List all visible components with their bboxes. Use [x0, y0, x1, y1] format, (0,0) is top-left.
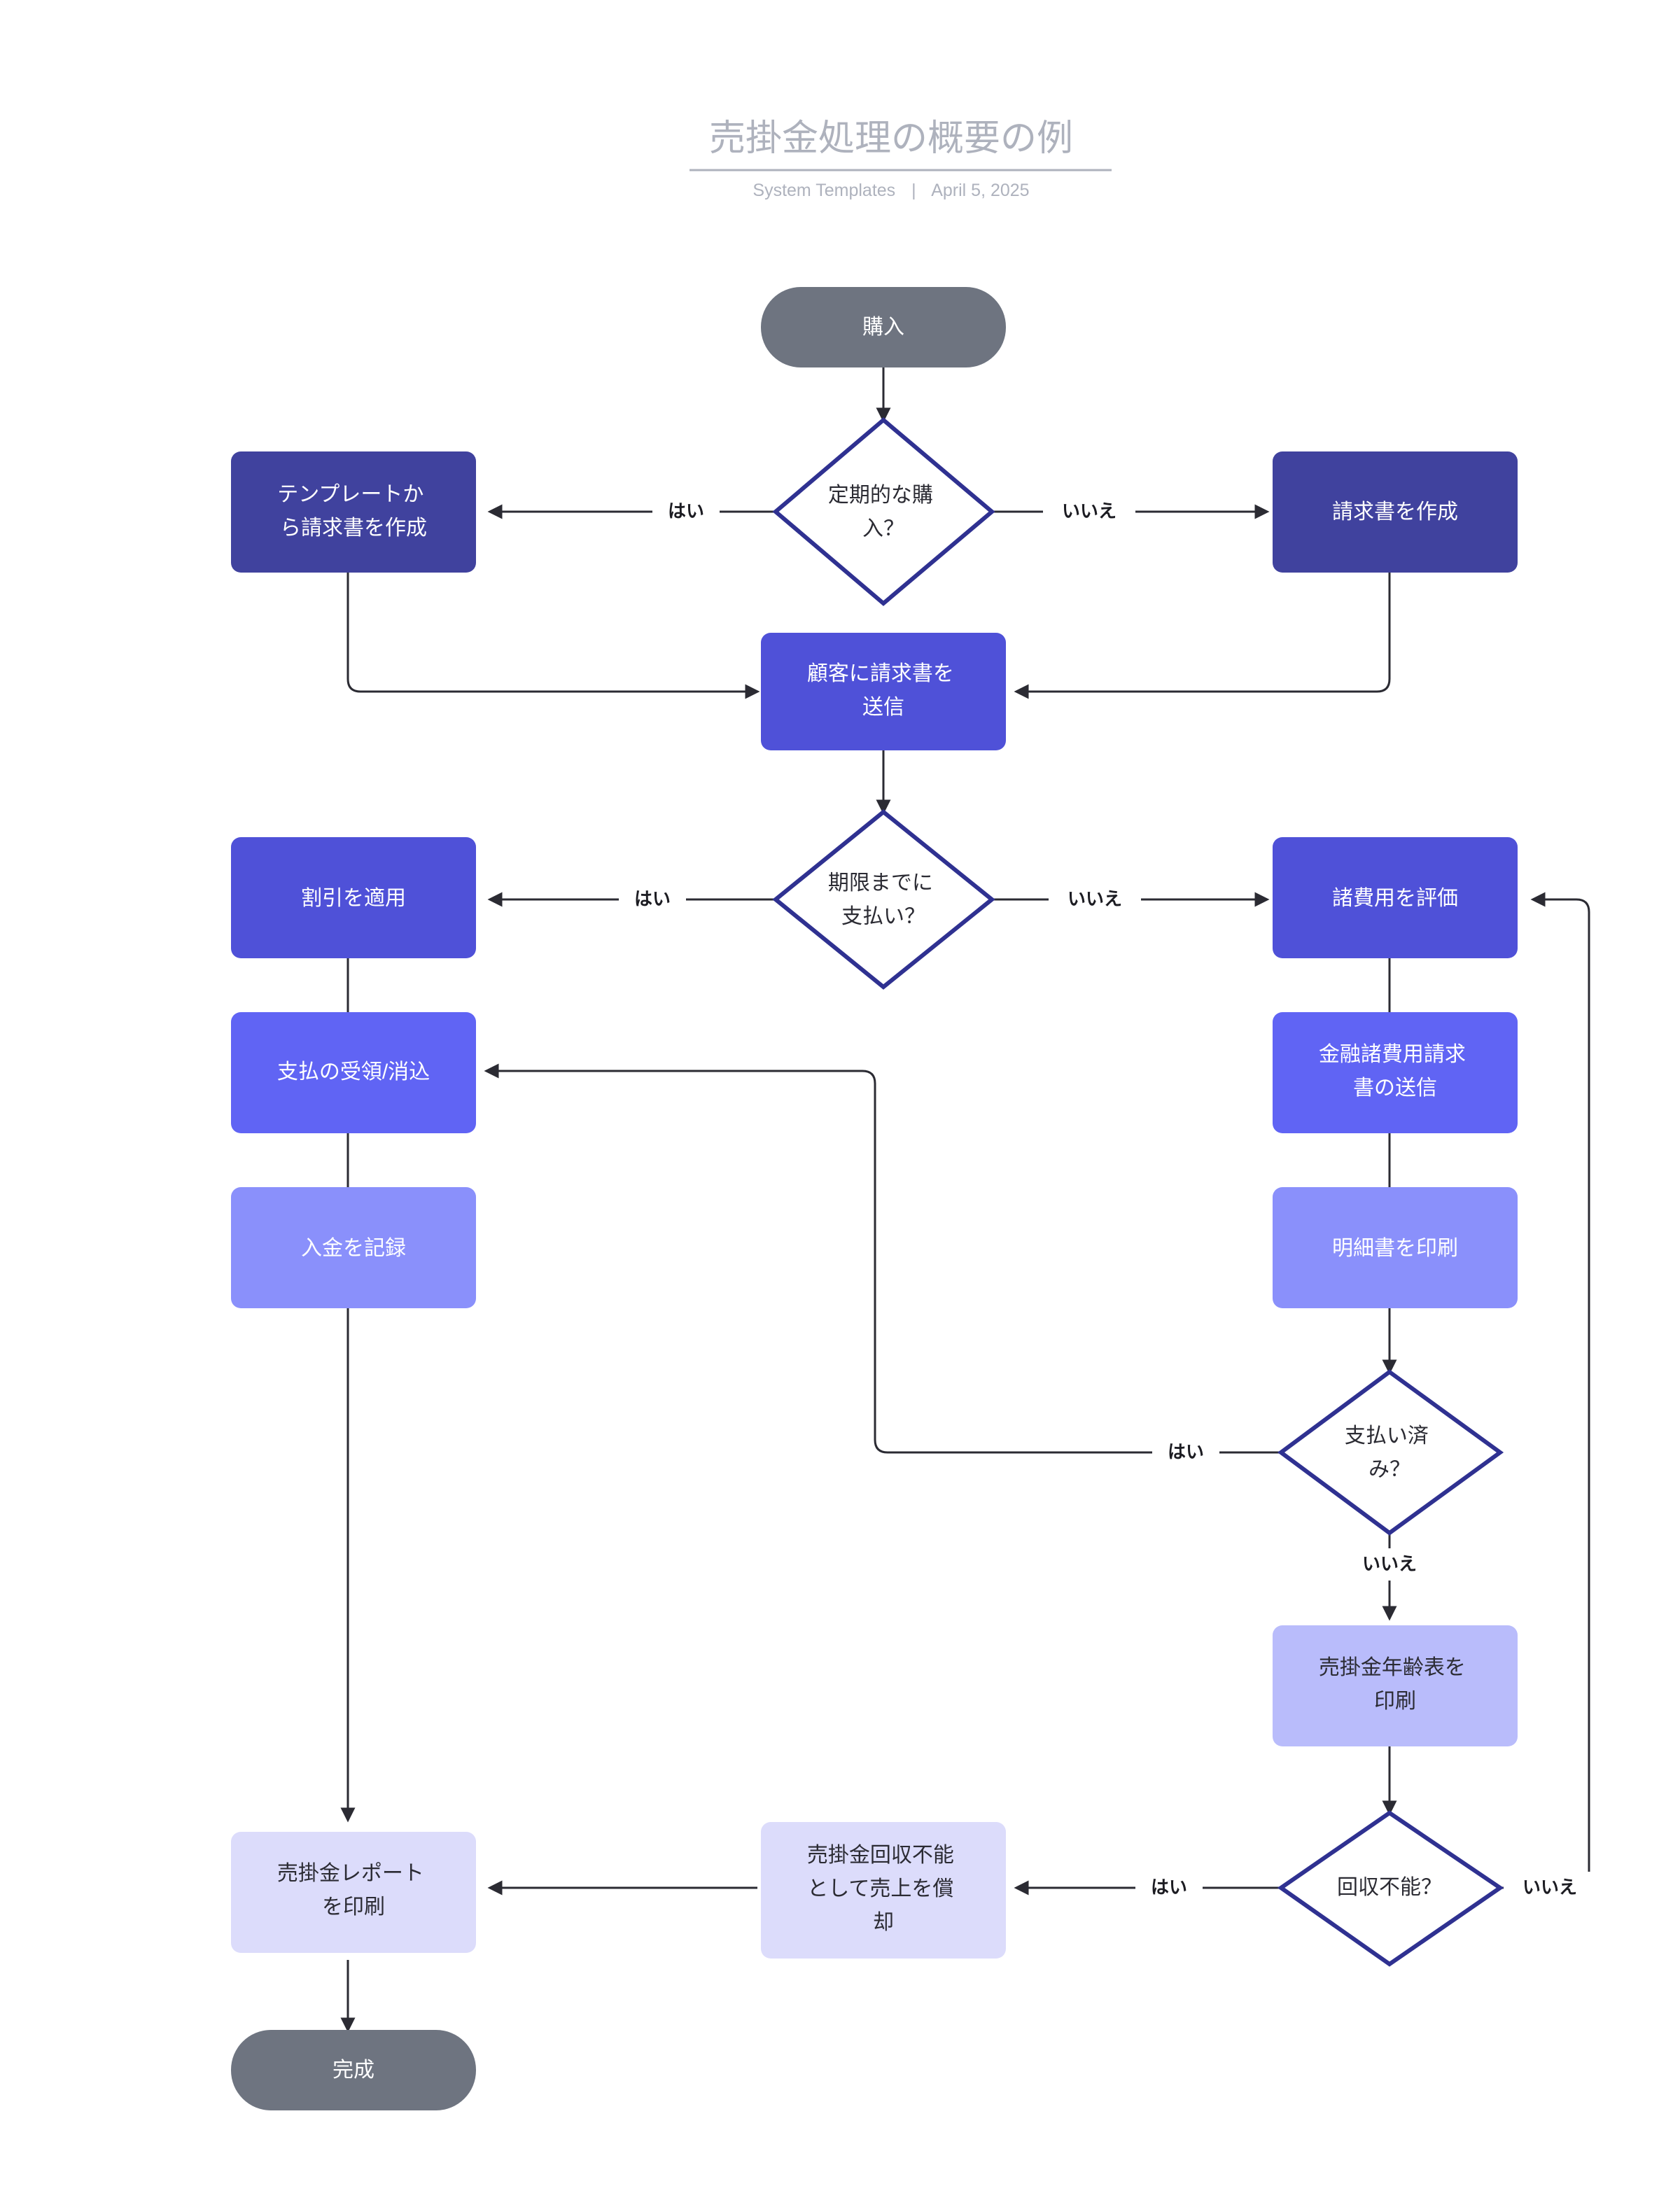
edge-label-uncollect-no: いいえ: [1522, 1877, 1577, 1898]
node-decision-uncollectible-shape[interactable]: [1277, 1810, 1504, 1967]
node-assess-fees-shape[interactable]: [1273, 837, 1518, 958]
page-subtitle: System Templates | April 5, 2025: [752, 181, 1029, 200]
line-1: 定期的な購: [828, 484, 933, 507]
node-decision-uncollectible-label: 回収不能？: [1337, 1876, 1442, 1899]
label-bg: [1504, 1872, 1596, 1904]
label-bg: [1152, 1436, 1219, 1469]
node-send-invoice-to-customer[interactable]: 顧客に請求書を 送信: [761, 633, 1006, 750]
line-2: 支払い？: [841, 905, 925, 928]
node-decision-paid-on-time-shape[interactable]: [772, 809, 995, 990]
node-print-ar-aging-shape[interactable]: [1273, 1625, 1518, 1746]
node-decision-uncollectible[interactable]: 回収不能？: [1277, 1810, 1504, 1967]
line-2: を印刷: [322, 1896, 385, 1919]
line-1: 金融諸費用請求: [1319, 1043, 1466, 1066]
node-apply-discount[interactable]: 割引を適用: [231, 837, 476, 958]
node-send-invoice-to-customer-shape[interactable]: [761, 633, 1006, 750]
line-2: 入？: [862, 517, 904, 540]
label-bg: [1049, 883, 1141, 916]
node-create-invoice-shape[interactable]: [1273, 451, 1518, 573]
node-print-ar-aging-label: 売掛金年齢表を 印刷: [1319, 1656, 1471, 1713]
node-assess-fees[interactable]: 諸費用を評価: [1273, 837, 1518, 958]
edge-label-uncollect-yes: はい: [1151, 1877, 1187, 1898]
node-start[interactable]: 購入: [761, 287, 1006, 367]
line-1: 売掛金レポート: [277, 1862, 424, 1885]
node-assess-fees-label: 諸費用を評価: [1332, 887, 1458, 910]
line-1: 売掛金年齢表を: [1319, 1656, 1466, 1679]
line-2: ら請求書を作成: [280, 517, 427, 540]
node-decision-paid-on-time[interactable]: 期限までに 支払い？: [772, 809, 995, 990]
node-send-finance-charge-invoice-label: 金融諸費用請求 書の送信: [1319, 1043, 1471, 1100]
node-decision-recurring-label: 定期的な購 入？: [828, 484, 939, 540]
edge-tpl-to-send: [346, 573, 760, 699]
line-1: 期限までに: [828, 871, 933, 895]
subtitle-source: System Templates: [752, 181, 895, 200]
subtitle-separator: |: [911, 181, 916, 200]
node-print-ar-aging[interactable]: 売掛金年齢表を 印刷: [1273, 1625, 1518, 1746]
edge-label-paid-yes: はい: [1168, 1441, 1204, 1462]
line-2: として売上を償: [807, 1877, 953, 1900]
node-send-finance-charge-invoice[interactable]: 金融諸費用請求 書の送信: [1273, 1012, 1518, 1133]
node-end-label: 完成: [332, 2059, 374, 2082]
node-print-statements[interactable]: 明細書を印刷: [1273, 1187, 1518, 1308]
node-receive-payment[interactable]: 支払の受領/消込: [231, 1012, 476, 1133]
line-2: 印刷: [1374, 1690, 1416, 1713]
node-start-label: 購入: [862, 316, 904, 339]
edge-label-recurring-no: いいえ: [1062, 500, 1116, 521]
node-decision-paid-on-time-label: 期限までに 支払い？: [828, 871, 939, 928]
label-bg: [1135, 1872, 1203, 1904]
node-write-off-label: 売掛金回収不能 として売上を償 却: [807, 1844, 960, 1934]
subtitle-date: April 5, 2025: [931, 181, 1029, 200]
node-record-receipt-shape[interactable]: [231, 1187, 476, 1308]
line-2: 送信: [862, 696, 904, 719]
edge-label-ontime-yes: はい: [634, 888, 671, 909]
edge-paid-yes: [484, 1063, 1281, 1454]
node-create-invoice-from-template-label: テンプレートか ら請求書を作成: [277, 483, 429, 540]
line-2: 書の送信: [1353, 1077, 1437, 1100]
node-print-ar-report[interactable]: 売掛金レポート を印刷: [231, 1832, 476, 1953]
page-header: 売掛金処理の概要の例 System Templates | April 5, 2…: [690, 118, 1112, 200]
node-create-invoice-label: 請求書を作成: [1332, 500, 1458, 524]
edge-label-layer: はい いいえ はい いいえ はい いいえ はい いいえ: [619, 496, 1596, 1904]
page-title: 売掛金処理の概要の例: [709, 118, 1073, 159]
edge-label-ontime-no: いいえ: [1068, 888, 1122, 909]
node-print-ar-report-shape[interactable]: [231, 1832, 476, 1953]
node-print-ar-report-label: 売掛金レポート を印刷: [277, 1862, 430, 1919]
line-3: 却: [873, 1911, 894, 1934]
node-apply-discount-shape[interactable]: [231, 837, 476, 958]
node-write-off-shape[interactable]: [761, 1822, 1006, 1959]
node-decision-paid-shape[interactable]: [1277, 1369, 1504, 1536]
node-record-receipt-label: 入金を記録: [301, 1237, 406, 1260]
node-record-receipt[interactable]: 入金を記録: [231, 1187, 476, 1308]
node-apply-discount-label: 割引を適用: [301, 887, 406, 910]
edge-label-recurring-yes: はい: [668, 500, 704, 521]
node-decision-paid-label: 支払い済 み？: [1345, 1424, 1434, 1481]
node-print-statements-label: 明細書を印刷: [1332, 1237, 1458, 1260]
label-bg: [1043, 496, 1135, 528]
edge-newinvoice-to-send: [1014, 573, 1391, 699]
node-send-invoice-to-customer-label: 顧客に請求書を 送信: [807, 662, 960, 719]
node-decision-recurring-shape[interactable]: [772, 417, 995, 606]
node-create-invoice-from-template-shape[interactable]: [231, 451, 476, 573]
line-1: 支払い済: [1345, 1424, 1429, 1448]
line-1: 売掛金回収不能: [807, 1844, 954, 1867]
line-1: テンプレートか: [277, 483, 424, 506]
node-receive-payment-shape[interactable]: [231, 1012, 476, 1133]
label-bg: [652, 496, 720, 528]
node-decision-recurring[interactable]: 定期的な購 入？: [772, 417, 995, 606]
label-bg: [1343, 1548, 1436, 1581]
line-2: み？: [1368, 1458, 1410, 1481]
line-1: 顧客に請求書を: [807, 662, 954, 685]
node-start-shape[interactable]: [761, 287, 1006, 367]
label-bg: [619, 883, 686, 916]
node-decision-paid[interactable]: 支払い済 み？: [1277, 1369, 1504, 1536]
node-end[interactable]: 完成: [231, 2030, 476, 2110]
node-print-statements-shape[interactable]: [1273, 1187, 1518, 1308]
node-end-shape[interactable]: [231, 2030, 476, 2110]
node-receive-payment-label: 支払の受領/消込: [277, 1060, 430, 1084]
node-create-invoice[interactable]: 請求書を作成: [1273, 451, 1518, 573]
node-write-off[interactable]: 売掛金回収不能 として売上を償 却: [761, 1822, 1006, 1959]
node-create-invoice-from-template[interactable]: テンプレートか ら請求書を作成: [231, 451, 476, 573]
node-send-finance-charge-invoice-shape[interactable]: [1273, 1012, 1518, 1133]
edge-label-paid-no: いいえ: [1362, 1553, 1417, 1574]
